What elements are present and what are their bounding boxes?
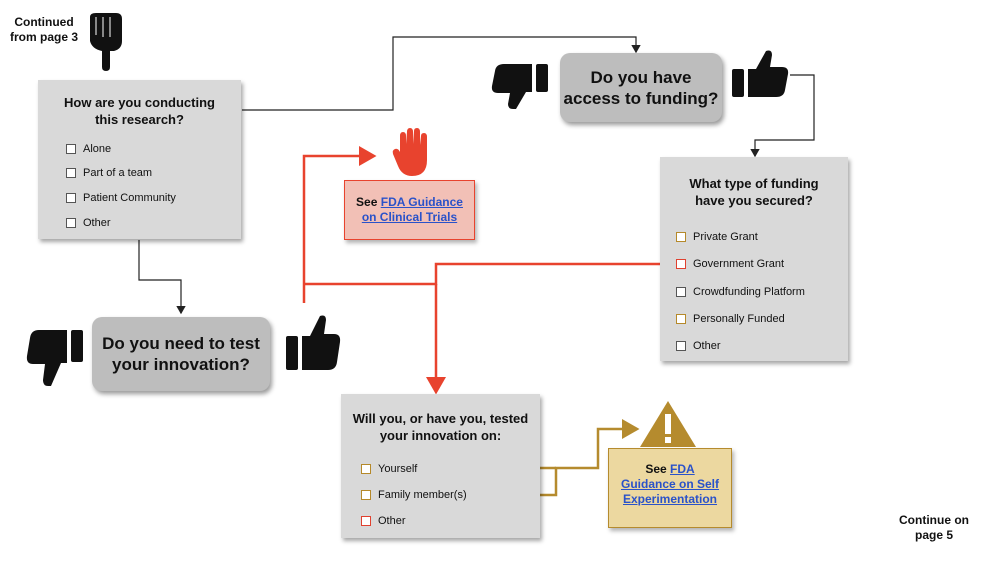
connector-conducting-to-funding [242,36,641,111]
thumbs-down-icon [26,330,83,386]
checkbox[interactable] [361,490,371,500]
warning-icon [640,401,696,447]
clinical-trials-link[interactable]: on Clinical Trials [361,210,458,224]
connector-test-yes-to-clinical [302,146,377,303]
test-question: Do you need to test your innovation? [92,317,270,391]
tested-on-box: Will you, or have you, tested your innov… [341,394,540,538]
option-label: Other [693,340,721,352]
option-alone[interactable]: Alone [66,143,111,155]
checkbox[interactable] [676,287,686,297]
option-patient-community[interactable]: Patient Community [66,192,176,204]
option-label: Family member(s) [378,489,467,501]
option-label: Other [378,515,406,527]
thumbs-down-icon [491,64,548,109]
continued-from-note: Continued from page 3 [9,15,78,44]
option-label: Patient Community [83,192,176,204]
see-label: See [645,462,667,476]
tested-on-title: Will you, or have you, tested your innov… [352,411,529,443]
option-crowdfunding[interactable]: Crowdfunding Platform [676,286,805,298]
checkbox[interactable] [361,516,371,526]
option-family-members[interactable]: Family member(s) [361,489,467,501]
option-other[interactable]: Other [676,340,721,352]
option-government-grant[interactable]: Government Grant [676,258,784,270]
checkbox[interactable] [676,341,686,351]
option-label: Crowdfunding Platform [693,286,805,298]
option-label: Other [83,217,111,229]
option-label: Private Grant [693,231,758,243]
checkbox[interactable] [676,259,686,269]
option-label: Alone [83,143,112,155]
thumbs-up-icon [286,315,341,370]
checkbox[interactable] [66,193,76,203]
connector-family [466,419,640,497]
checkbox[interactable] [361,464,371,474]
checkbox[interactable] [676,232,686,242]
checkbox[interactable] [66,144,76,154]
option-label: Part of a team [83,167,153,179]
option-label: Government Grant [693,258,785,270]
option-other[interactable]: Other [361,515,406,527]
checkbox[interactable] [66,168,76,178]
connector-funding-yes-to-type [750,74,815,158]
funding-type-box: What type of funding have you secured? P… [660,157,848,361]
option-other[interactable]: Other [66,217,111,229]
option-label: Yourself [378,463,418,475]
self-experimentation-callout: See FDA Guidance on Self Experimentation [608,448,732,528]
option-private-grant[interactable]: Private Grant [676,231,758,243]
fda-guidance-link[interactable]: FDA Guidance [380,195,463,209]
thumbs-up-icon [732,50,789,97]
option-label: Personally Funded [693,313,785,325]
option-personally-funded[interactable]: Personally Funded [676,313,785,325]
funding-question: Do you have access to funding? [560,53,722,122]
conducting-question-title: How are you conducting this research? [64,95,215,127]
stop-hand-icon [392,128,427,176]
conducting-question-box: How are you conducting this research? Al… [38,80,241,239]
connector-red-horizontal [304,262,672,286]
see-label: See [356,195,378,209]
funding-type-title: What type of funding have you secured? [689,176,819,208]
guidance-self-link[interactable]: Guidance on Self [620,477,719,491]
option-yourself[interactable]: Yourself [361,463,417,475]
clinical-trials-callout: See FDA Guidance on Clinical Trials [344,180,475,240]
fda-link[interactable]: FDA [670,462,695,476]
experimentation-link[interactable]: Experimentation [622,492,718,506]
checkbox[interactable] [676,314,686,324]
checkbox[interactable] [66,218,76,228]
connector-conducting-to-test [138,240,186,315]
continue-on-note: Continue on page 5 [899,513,969,542]
pointing-hand-icon [90,13,122,71]
option-part-of-team[interactable]: Part of a team [66,167,152,179]
